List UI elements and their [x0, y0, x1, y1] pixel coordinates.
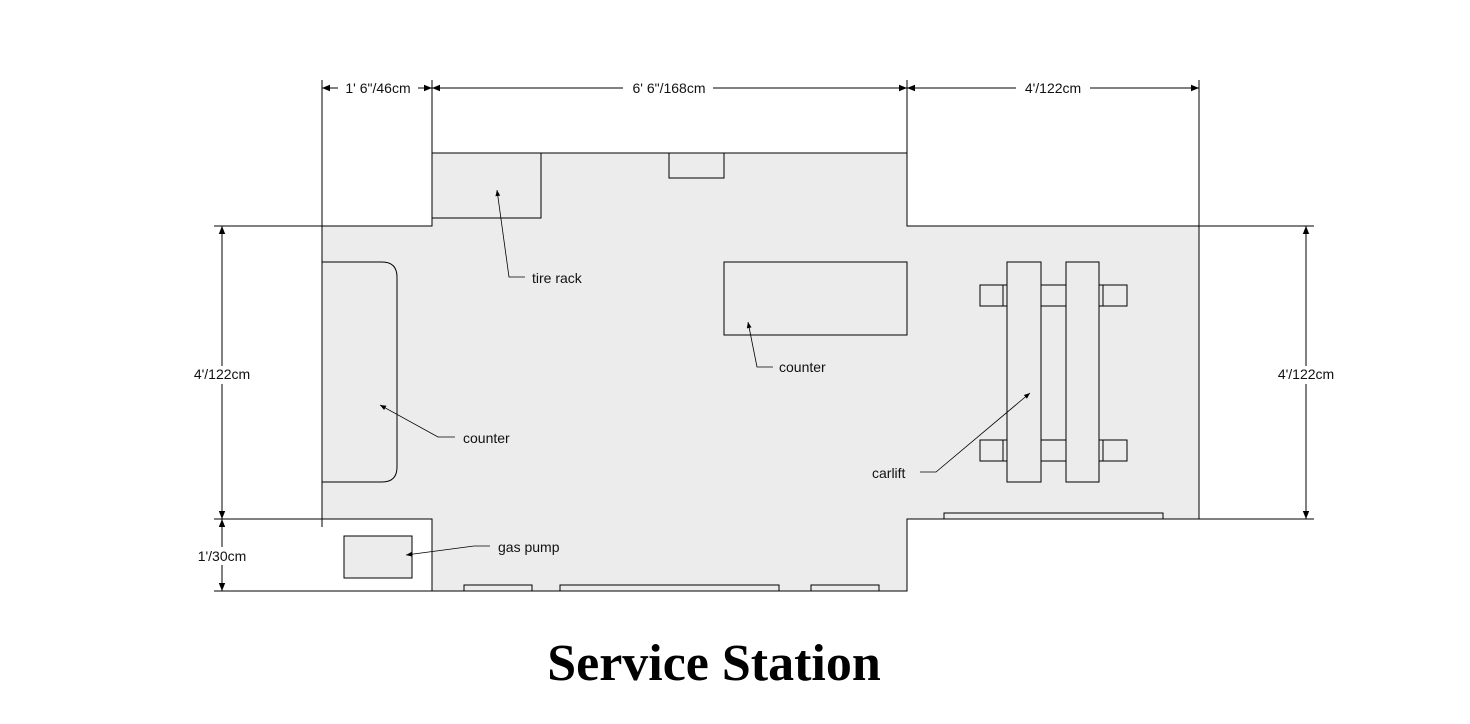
diagram-title: Service Station — [547, 635, 881, 692]
tire-rack — [431, 152, 542, 219]
label-counter-center: counter — [779, 359, 826, 375]
leader-gas-pump — [405, 545, 490, 557]
bottom-door-strip-1 — [463, 584, 533, 592]
label-carlift: carlift — [872, 465, 906, 481]
dim-label-left-lower: 1'/30cm — [198, 548, 247, 564]
label-tire-rack: tire rack — [532, 270, 583, 286]
extension-lines — [214, 80, 1314, 592]
top-wall-fixture — [668, 152, 725, 179]
leader-tire-rack — [495, 189, 525, 278]
dim-label-left-main: 4'/122cm — [194, 366, 250, 382]
leader-carlift — [920, 392, 1031, 473]
counter-left — [321, 261, 398, 483]
dim-label-right-main: 4'/122cm — [1278, 366, 1334, 382]
bottom-door-strip-3 — [810, 584, 880, 592]
dim-label-top-middle: 6' 6"/168cm — [632, 80, 705, 96]
dim-label-top-left: 1' 6"/46cm — [345, 80, 410, 96]
right-door-strip — [943, 512, 1164, 520]
gas-pump — [343, 535, 413, 579]
bottom-door-strip-2 — [559, 584, 780, 592]
leader-counter-center — [746, 321, 773, 368]
label-counter-left: counter — [463, 430, 510, 446]
dim-label-top-right: 4'/122cm — [1025, 80, 1081, 96]
counter-center — [723, 261, 908, 336]
label-gas-pump: gas pump — [498, 539, 560, 555]
carlift — [979, 261, 1128, 483]
leader-counter-left — [379, 404, 455, 438]
